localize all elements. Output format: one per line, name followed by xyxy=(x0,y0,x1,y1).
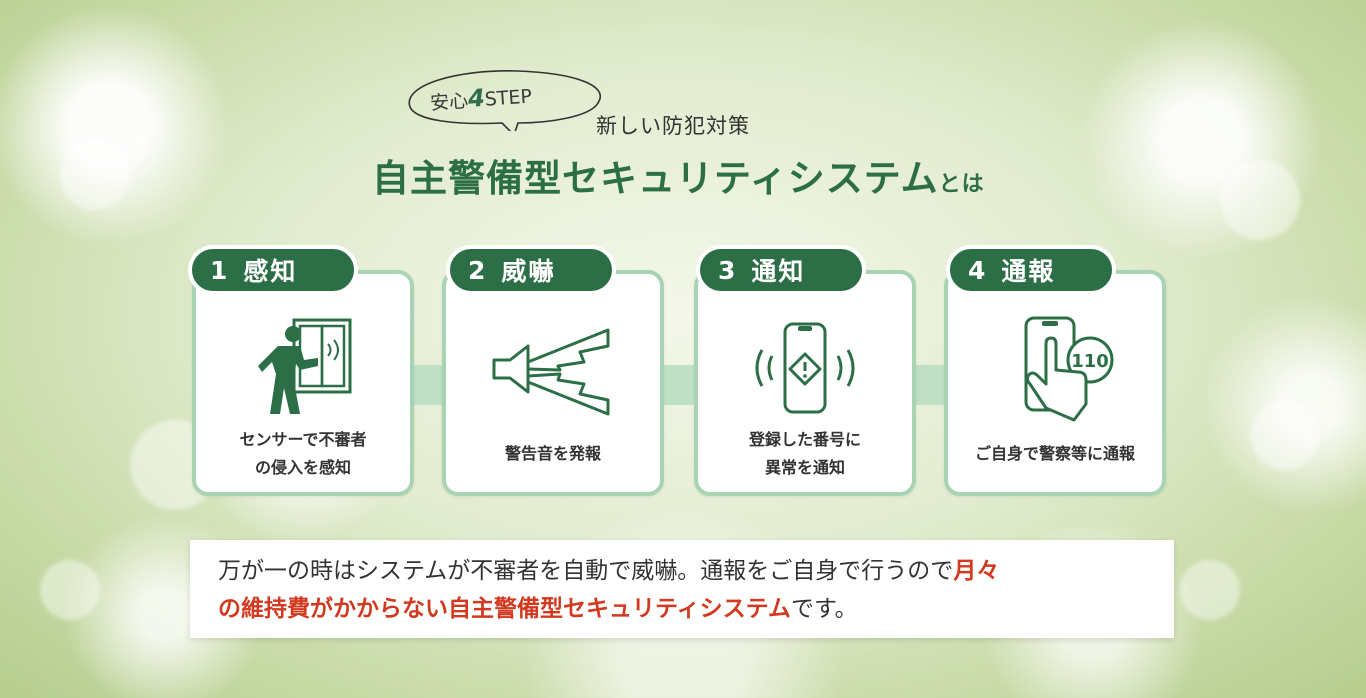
description-text: 万が一の時はシステムが不審者を自動で威嚇。通報をご自身で行うので月々の維持費がか… xyxy=(218,552,1154,628)
description-highlight1: 月々 xyxy=(953,558,1000,584)
description-part1: 万が一の時はシステムが不審者を自動で威嚇。通報をご自身で行うので xyxy=(218,558,954,584)
title-suffix: とは xyxy=(938,171,985,197)
step-line: 警告音を発報 xyxy=(504,444,601,463)
smartphone-alert-icon xyxy=(755,322,855,414)
step-label-4: 4 通報 xyxy=(946,245,1116,295)
step-label-1: 1 感知 xyxy=(188,245,358,295)
step-description: 登録した番号に 異常を通知 xyxy=(698,426,912,482)
step-line: の侵入を感知 xyxy=(254,458,351,477)
bokeh-light xyxy=(40,560,100,620)
step-connector xyxy=(664,365,694,405)
icon-110-label: 110 xyxy=(1071,351,1109,372)
step-card-1: センサーで不審者 の侵入を感知 xyxy=(192,270,414,496)
tagline-suffix: STEP xyxy=(484,85,533,111)
subtitle: 新しい防犯対策 xyxy=(596,114,750,138)
tagline-number: 4 xyxy=(467,83,486,113)
description-part2: です。 xyxy=(790,596,858,622)
step-label-2: 2 威嚇 xyxy=(446,245,616,295)
step-title: 通報 xyxy=(1001,257,1056,286)
phone-call-110-icon: 110 xyxy=(1024,316,1114,422)
step-description: 警告音を発報 xyxy=(446,440,660,468)
step-description: センサーで不審者 の侵入を感知 xyxy=(196,426,410,482)
step-number: 3 xyxy=(718,255,738,285)
description-highlight2: の維持費がかからない自主警備型セキュリティシステム xyxy=(218,596,791,622)
step-label-3: 3 通知 xyxy=(696,245,866,295)
bokeh-light xyxy=(60,140,130,210)
speaker-alarm-icon xyxy=(492,328,610,416)
step-line: センサーで不審者 xyxy=(239,430,367,449)
bokeh-light xyxy=(1220,160,1300,240)
intruder-window-sensor-icon xyxy=(258,318,352,414)
step-line: 登録した番号に xyxy=(748,430,861,449)
title-main: 自主警備型セキュリティシステム xyxy=(372,156,939,200)
step-title: 威嚇 xyxy=(501,257,556,286)
step-card-4: 110 ご自身で警察等に通報 xyxy=(944,270,1166,496)
bokeh-light xyxy=(1250,400,1320,470)
step-number: 4 xyxy=(968,255,988,285)
page-title: 自主警備型セキュリティシステムとは xyxy=(372,148,985,202)
step-description: ご自身で警察等に通報 xyxy=(948,440,1162,468)
step-number: 2 xyxy=(468,255,488,285)
description-box: 万が一の時はシステムが不審者を自動で威嚇。通報をご自身で行うので月々の維持費がか… xyxy=(190,540,1174,638)
step-line: ご自身で警察等に通報 xyxy=(974,444,1135,463)
step-connector xyxy=(916,365,946,405)
step-card-2: 警告音を発報 xyxy=(442,270,664,496)
step-line: 異常を通知 xyxy=(764,458,845,477)
tagline-prefix: 安心 xyxy=(429,89,469,115)
step-connector xyxy=(414,365,444,405)
step-title: 感知 xyxy=(243,257,298,286)
step-card-3: 登録した番号に 異常を通知 xyxy=(694,270,916,496)
speech-bubble-icon xyxy=(408,70,601,131)
step-number: 1 xyxy=(210,255,230,285)
step-title: 通知 xyxy=(751,257,806,286)
bokeh-light xyxy=(1180,560,1240,620)
